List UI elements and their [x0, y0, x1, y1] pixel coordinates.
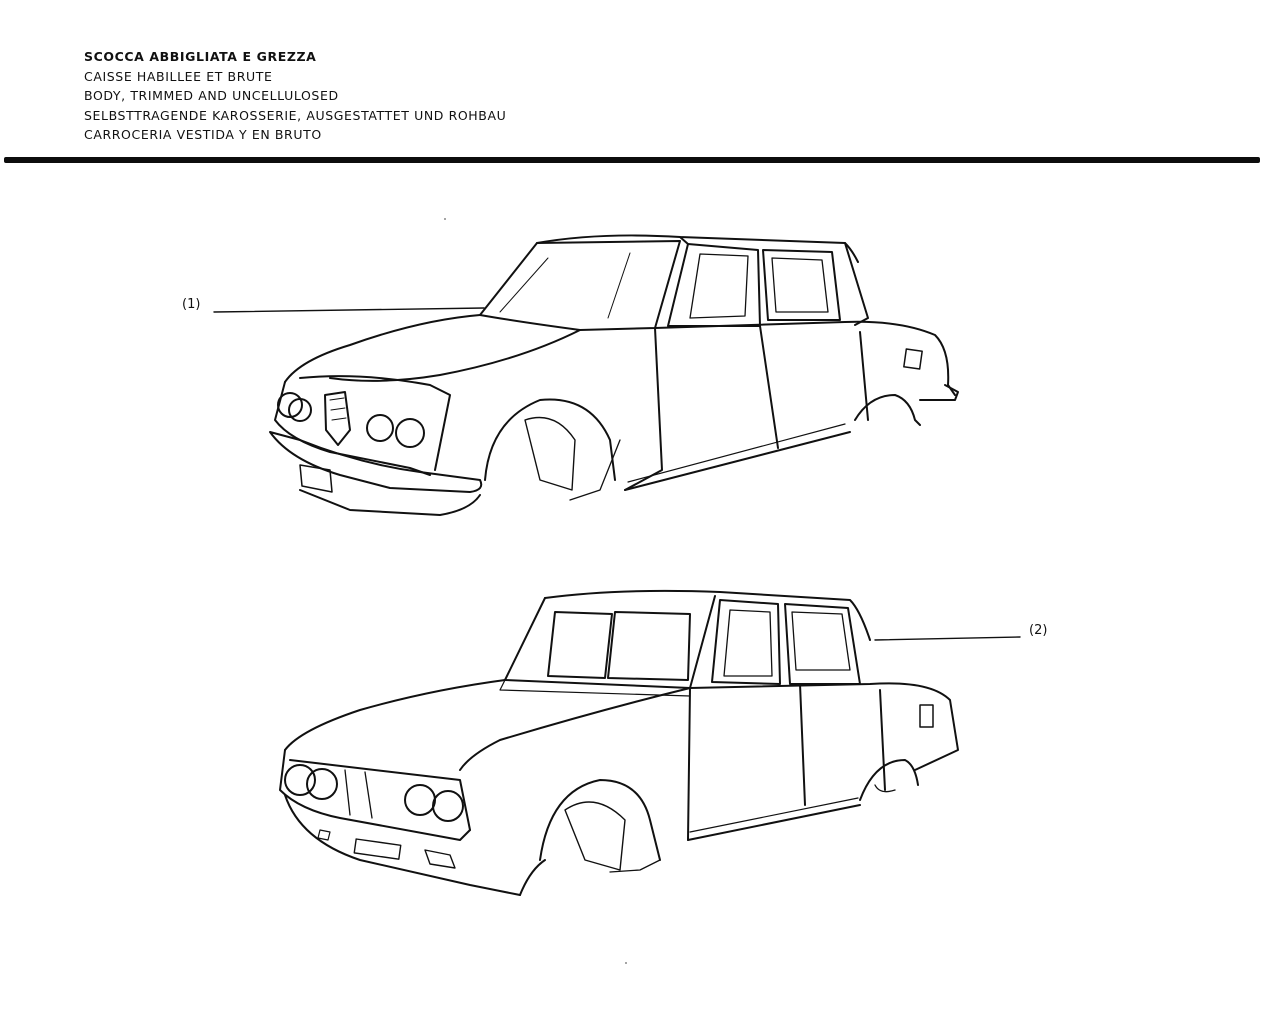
heading-line-english: BODY, TRIMMED AND UNCELLULOSED: [84, 88, 339, 103]
callout-label-2: (2): [1029, 623, 1048, 638]
callout-label-1: (1): [182, 297, 201, 312]
leader-line-1: [213, 307, 485, 313]
trimmed-body-drawing: [213, 234, 959, 516]
heading-line-french: CAISSE HABILLEE ET BRUTE: [84, 68, 273, 84]
leader-line-2: [874, 636, 1021, 641]
bare-body-shell-drawing: [279, 589, 1021, 896]
page-heading: SCOCCA ABBIGLIATA E GREZZA CAISSE HABILL…: [84, 47, 506, 145]
scan-speck: [444, 218, 446, 220]
scan-speck: [625, 962, 627, 964]
heading-line-german: SELBSTTRAGENDE KAROSSERIE, AUSGESTATTET …: [84, 107, 507, 123]
heading-divider: [4, 157, 1260, 163]
heading-line-italian: SCOCCA ABBIGLIATA E GREZZA: [84, 49, 317, 64]
heading-line-spanish: CARROCERIA VESTIDA Y EN BRUTO: [84, 127, 322, 142]
